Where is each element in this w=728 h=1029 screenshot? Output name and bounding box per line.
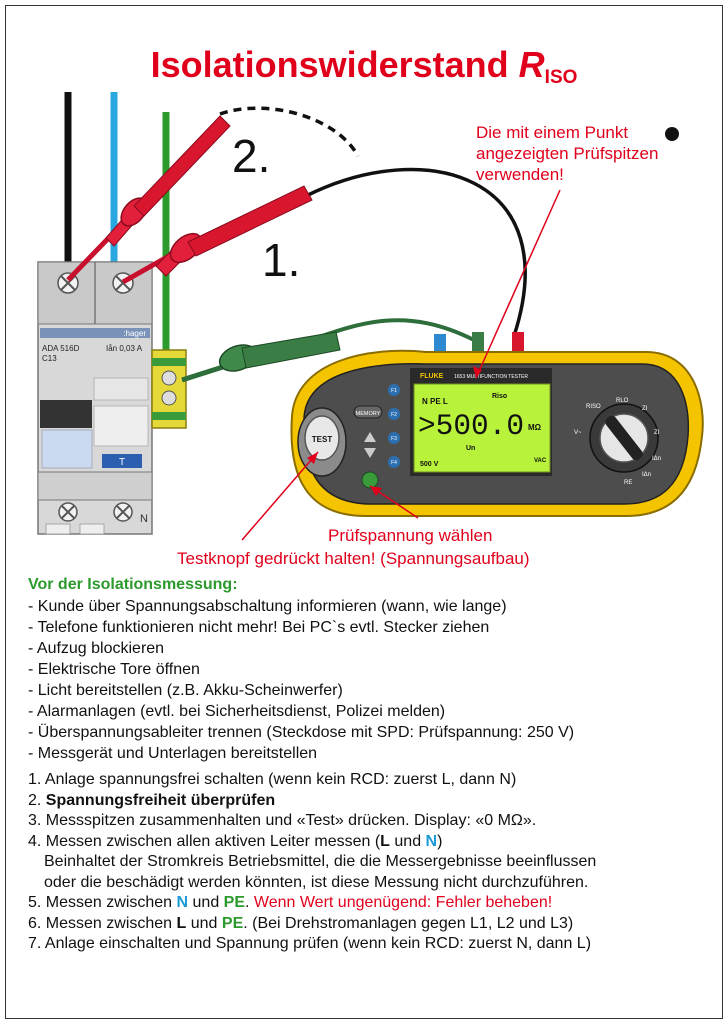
step-6-text: 6. Messen zwischen xyxy=(28,914,177,932)
dial-re: RE xyxy=(624,480,632,486)
lcd-volt: 500 V xyxy=(420,461,439,468)
label-step1: 1. xyxy=(262,234,300,286)
step-6-und: und xyxy=(186,914,222,932)
step-5-text: 5. Messen zwischen xyxy=(28,894,177,911)
conductor-pe: PE xyxy=(223,894,246,911)
rcd-breaker: :hager ADA 516D Iån 0,03 A C13 T N xyxy=(37,261,153,535)
instructions: Vor der Isolationsmessung: - Kunde über … xyxy=(28,576,718,955)
list-item: - Telefone funktionieren nicht mehr! Bei… xyxy=(28,619,490,636)
lcd-riso: Riso xyxy=(492,393,507,400)
tester-model: 1653 MULTIFUNCTION TESTER xyxy=(454,374,528,380)
step-5-warning: Wenn Wert ungenügend: Fehler beheben! xyxy=(253,894,553,911)
procedure-steps: 1. Anlage spannungsfrei schalten (wenn k… xyxy=(28,770,718,955)
pre-measurement-list: - Kunde über Spannungsabschaltung inform… xyxy=(28,596,718,764)
step-1: 1. Anlage spannungsfrei schalten (wenn k… xyxy=(28,771,517,788)
step-2-number: 2. xyxy=(28,791,46,809)
breaker-terminal-n: N xyxy=(140,513,148,525)
step-5-und: und xyxy=(188,894,224,911)
list-item: - Alarmanlagen (evtl. bei Sicherheitsdie… xyxy=(28,703,446,720)
tester-fkey-3: F3 xyxy=(391,436,397,442)
measurement-illustration: :hager ADA 516D Iån 0,03 A C13 T N xyxy=(37,92,704,541)
conductor-pe: PE xyxy=(221,914,244,932)
dial-zi-2: ZI xyxy=(654,430,660,436)
breaker-curve: C13 xyxy=(42,354,57,363)
list-item: - Aufzug blockieren xyxy=(28,640,165,657)
dial-idn-1: IΔn xyxy=(642,472,651,478)
note-select-voltage: Prüfspannung wählen xyxy=(328,526,493,545)
step-7: 7. Anlage einschalten und Spannung prüfe… xyxy=(28,935,592,952)
tester-fkey-1: F1 xyxy=(391,388,397,394)
breaker-test-label: T xyxy=(119,457,125,468)
note-dot-probes: Die mit einem Punkt angezeigten Prüfspit… xyxy=(476,123,659,184)
dial-rlo: RLO xyxy=(616,398,629,404)
step-2-text: Spannungsfreiheit überprüfen xyxy=(45,791,276,809)
step-5-dot: . xyxy=(245,894,254,911)
step-2: 2. Spannungsfreiheit überprüfen xyxy=(28,791,718,812)
list-item: - Messgerät und Unterlagen bereitstellen xyxy=(28,745,318,762)
conductor-n: N xyxy=(425,832,438,850)
arrow-dot-note xyxy=(475,189,561,379)
step-4-text: 4. Messen zwischen allen aktiven Leiter … xyxy=(28,832,381,850)
breaker-model: ADA 516D xyxy=(42,344,80,353)
note-hold-test: Testknopf gedrückt halten! (Spannungsauf… xyxy=(177,549,530,568)
pe-terminal-block xyxy=(151,349,187,429)
tester-brand: FLUKE xyxy=(420,373,444,380)
lcd-un: Un xyxy=(466,445,475,452)
green-probe xyxy=(181,331,341,383)
step-4-und: und xyxy=(389,832,426,850)
tester-fkey-4: F4 xyxy=(391,460,397,466)
lead-black xyxy=(305,167,527,337)
title-sub: ISO xyxy=(544,67,578,88)
step-4-continuation-2: oder die beschädigt werden könnten, ist … xyxy=(44,873,589,891)
tester-fkey-2: F2 xyxy=(391,412,397,418)
label-step2: 2. xyxy=(232,130,270,182)
step-4: 4. Messen zwischen allen aktiven Leiter … xyxy=(28,832,718,853)
dial-idn-2: IΔn xyxy=(652,456,661,462)
red-probe-step1 xyxy=(121,185,313,285)
step-6-rest: . (Bei Drehstromanlagen gegen L1, L2 und… xyxy=(243,914,574,932)
conductor-n: N xyxy=(176,894,189,911)
list-item: - Kunde über Spannungsabschaltung inform… xyxy=(28,598,507,615)
fluke-tester: TEST MEMORY F1 F2 F3 F4 FLUKE 1653 MULTI… xyxy=(290,332,704,517)
dot-indicator-icon xyxy=(665,127,679,141)
lcd-npel: N PE L xyxy=(422,397,448,406)
conductor-l: L xyxy=(176,914,187,932)
conductor-l: L xyxy=(380,832,390,850)
list-item: - Überspannungsableiter trennen (Steckdo… xyxy=(28,724,575,741)
lcd-unit: MΩ xyxy=(528,423,542,432)
dial-riso: RISO xyxy=(586,404,601,410)
list-item: - Licht bereitstellen (z.B. Akku-Scheinw… xyxy=(28,682,343,699)
list-item: - Elektrische Tore öffnen xyxy=(28,661,200,678)
page-title: Isolationswiderstand RISO xyxy=(6,44,722,89)
tester-memory-button: MEMORY xyxy=(356,411,381,417)
breaker-rating: Iån 0,03 A xyxy=(106,344,143,353)
dial-v: V~ xyxy=(574,430,582,436)
title-main: Isolationswiderstand xyxy=(150,44,519,85)
lcd-value: >500.0 xyxy=(418,410,524,444)
pre-measurement-title: Vor der Isolationsmessung: xyxy=(28,576,238,593)
lead-step2-dashed xyxy=(219,106,360,157)
arrow-test-note xyxy=(241,451,319,541)
step-5: 5. Messen zwischen N und PE. Wenn Wert u… xyxy=(28,893,718,914)
step-6: 6. Messen zwischen L und PE. (Bei Drehst… xyxy=(28,914,718,935)
red-probe-step2 xyxy=(66,115,231,282)
dial-zi-1: ZI xyxy=(642,406,648,412)
lcd-vac: VAC xyxy=(534,458,547,464)
step-3: 3. Messspitzen zusammenhalten und «Test»… xyxy=(28,812,537,829)
breaker-brand: :hager xyxy=(123,329,146,338)
title-r: R xyxy=(518,44,545,85)
step-4-continuation-1: Beinhaltet der Stromkreis Betriebsmittel… xyxy=(44,853,597,870)
tester-test-button: TEST xyxy=(312,435,333,444)
page: Isolationswiderstand RISO :hager ADA 516… xyxy=(5,5,723,1019)
step-4-close: ) xyxy=(437,832,443,850)
